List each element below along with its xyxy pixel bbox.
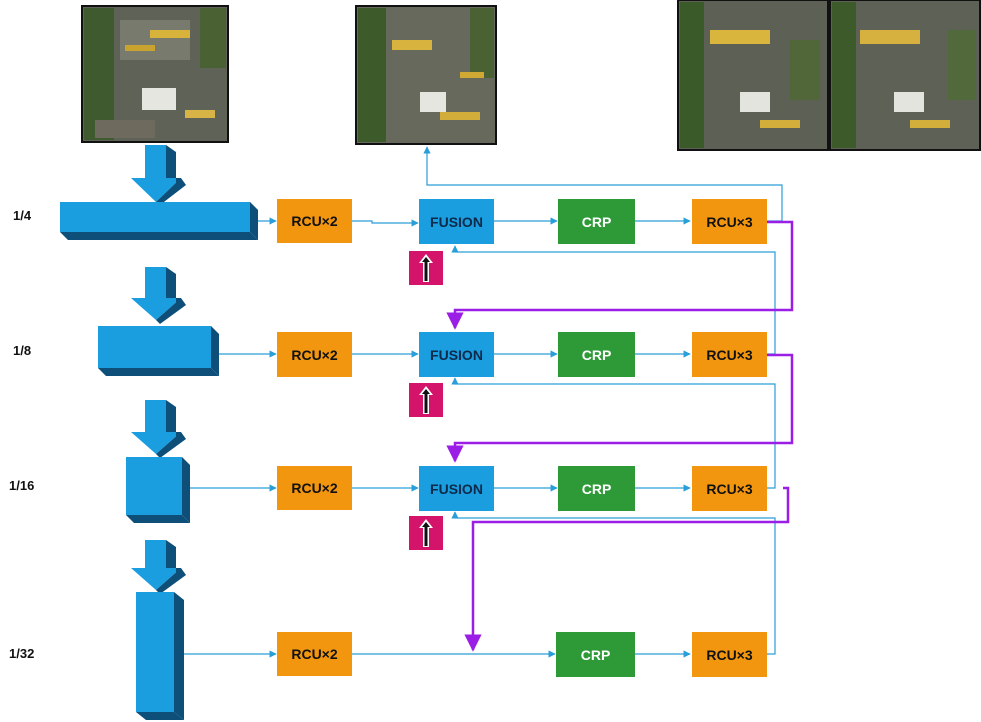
rcu-input-block: RCU×2 [277,466,352,510]
output-image [355,5,497,145]
rcu-output-block: RCU×3 [692,466,767,511]
down-arrow-icon [131,540,186,594]
rcu-output-block: RCU×3 [692,199,767,244]
upsample-badge [409,516,443,550]
fusion-block: FUSION [419,332,494,377]
rcu-output-block: RCU×3 [692,632,767,677]
crp-block: CRP [558,199,635,244]
encoder-block-1-32 [136,592,184,720]
up-arrow-icon [419,519,433,547]
upsample-badge [409,251,443,285]
rcu-input-block: RCU×2 [277,332,352,377]
scale-label: 1/8 [13,343,32,358]
crp-block: CRP [556,632,635,677]
up-arrow-icon [419,254,433,282]
scale-label: 1/32 [9,646,35,661]
down-arrow-icon [131,400,186,458]
crp-block: CRP [558,466,635,511]
encoder-block-1-16 [126,457,190,523]
crp-block: CRP [558,332,635,377]
encoder-block-1-8 [98,326,219,376]
down-arrow-icon [131,267,186,324]
ground-truth-image [677,0,829,151]
fusion-block: FUSION [419,466,494,511]
rcu-input-block: RCU×2 [277,632,352,676]
rcu-input-block: RCU×2 [277,199,352,243]
fusion-block: FUSION [419,199,494,244]
upsample-badge [409,383,443,417]
cross-level-arrows [446,220,794,652]
rcu-output-block: RCU×3 [692,332,767,377]
encoder-block-1-4 [60,202,258,240]
scale-label: 1/16 [9,478,35,493]
up-arrow-icon [419,386,433,414]
prediction-image [829,0,981,151]
scale-label: 1/4 [13,208,32,223]
input-image [81,5,229,143]
down-arrow-icon [131,145,186,205]
